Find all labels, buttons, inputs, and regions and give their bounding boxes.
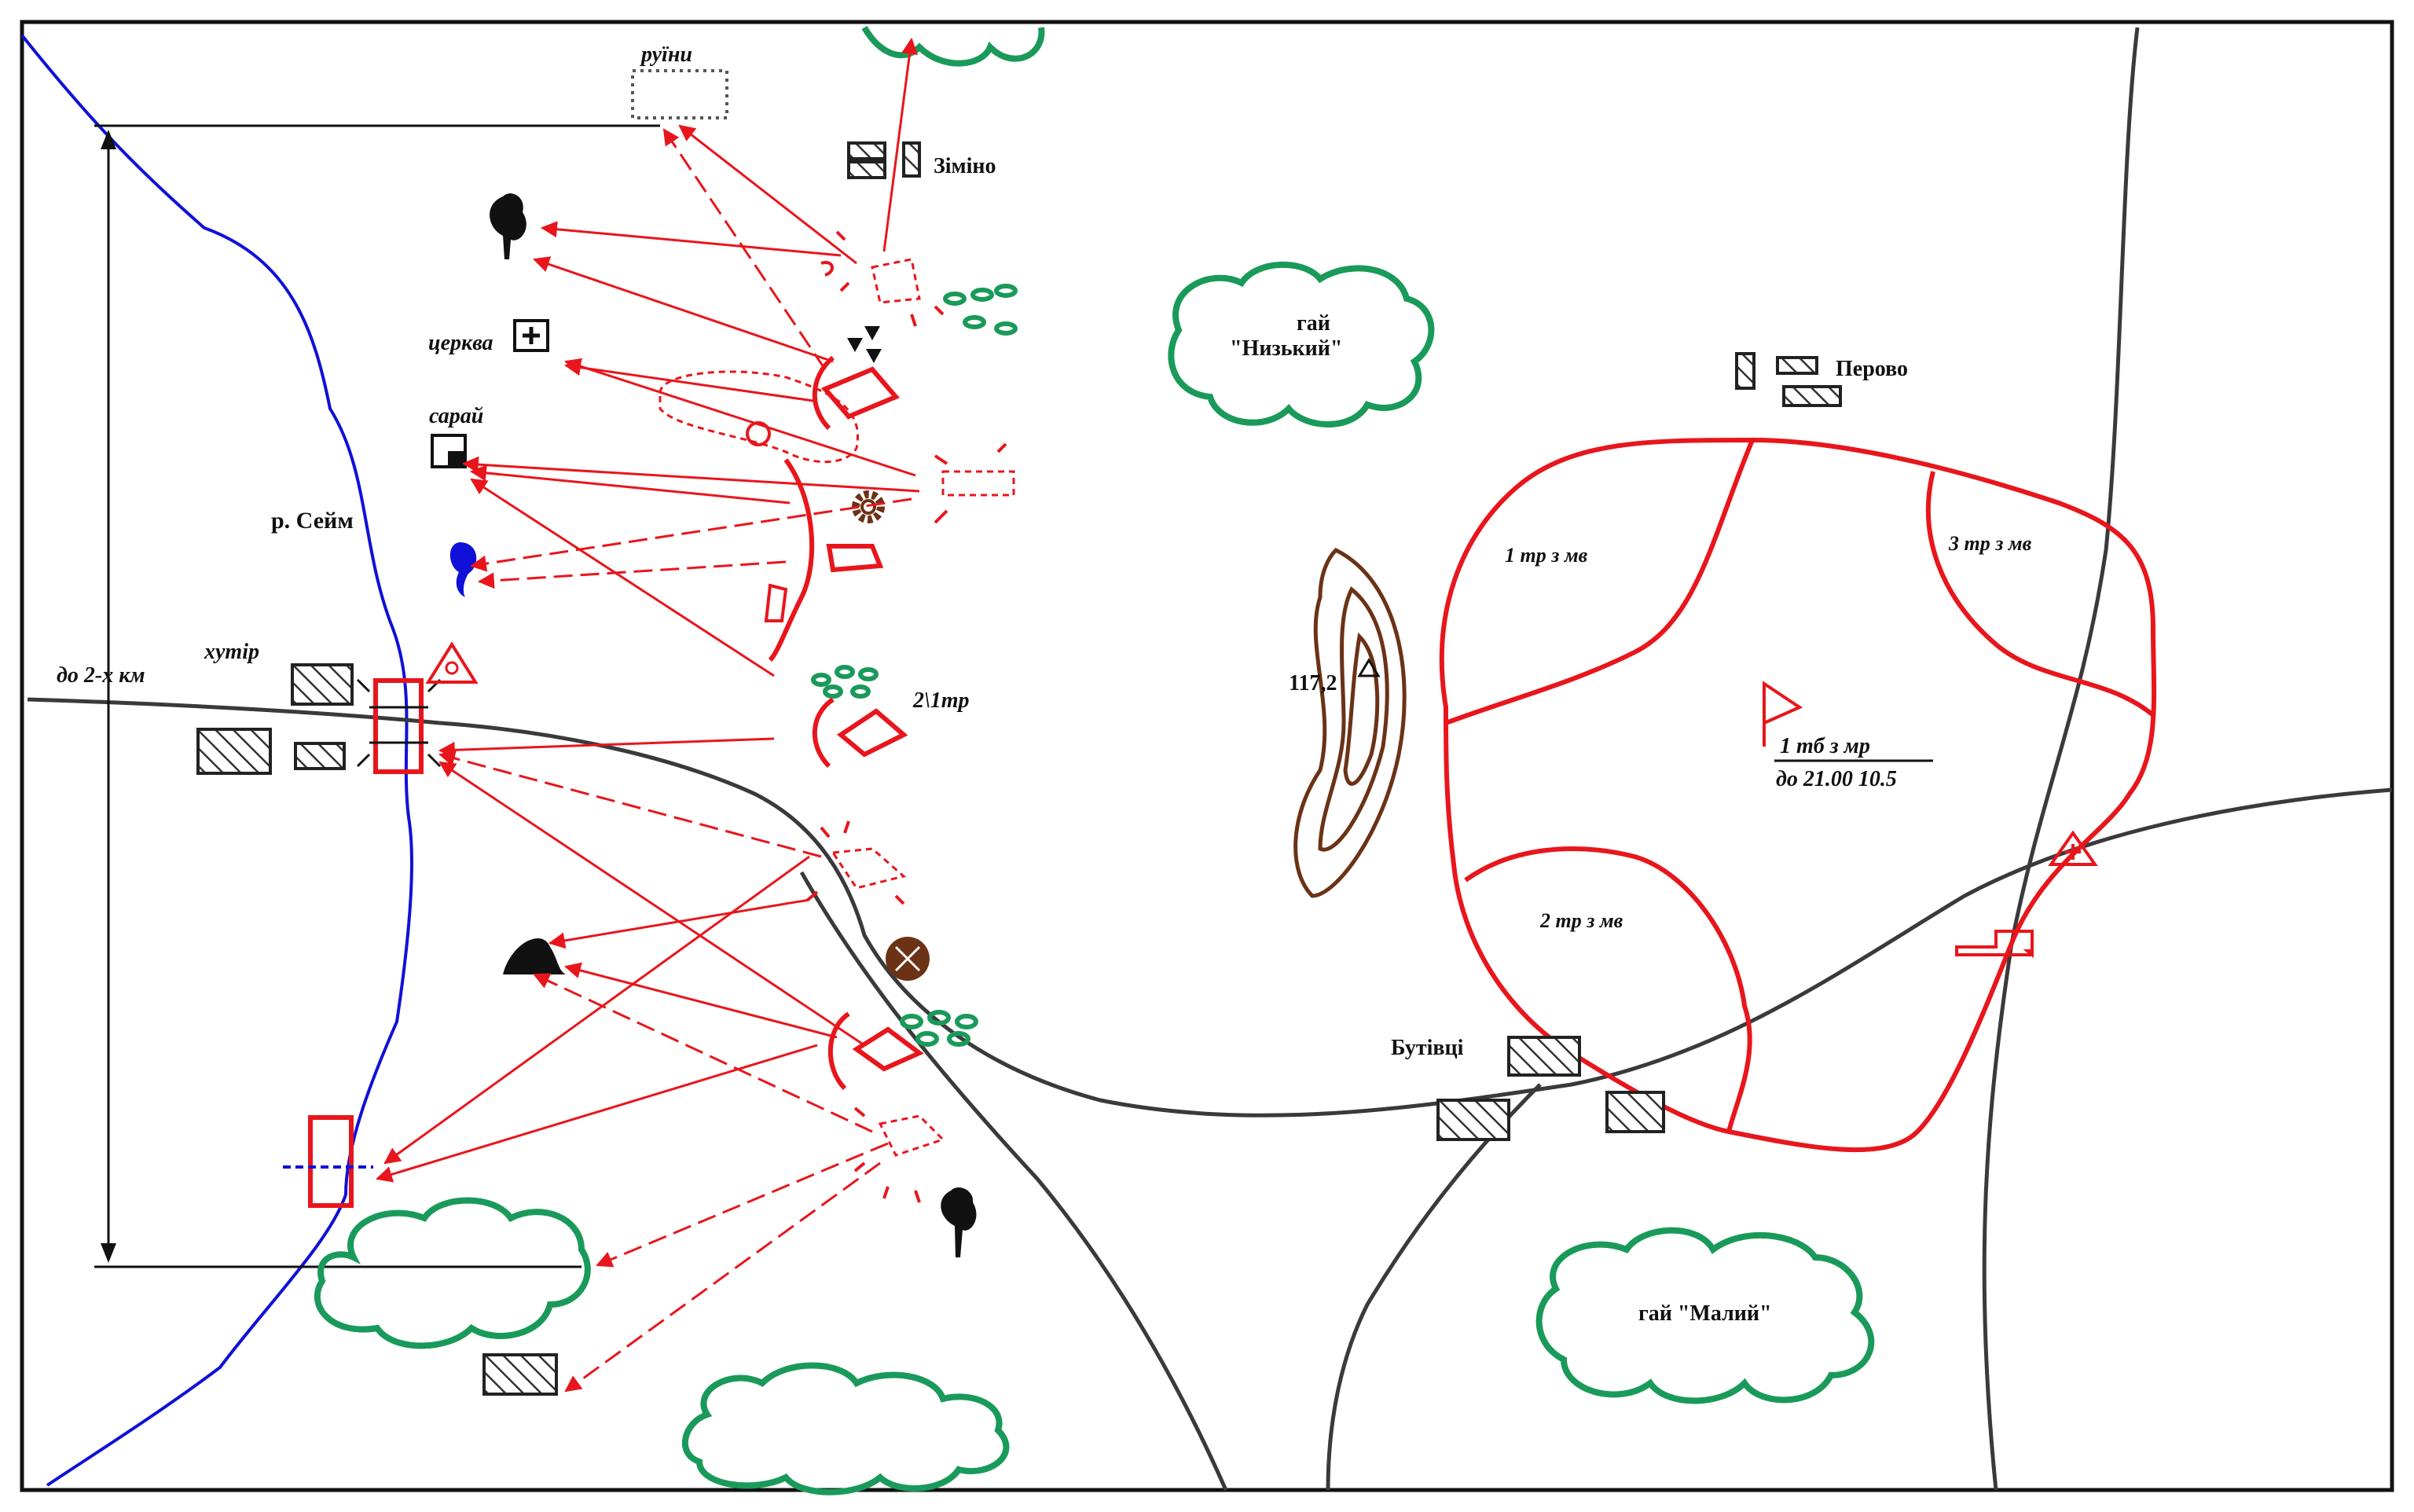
- village-butivtsi-label: Бутівці: [1391, 1036, 1464, 1060]
- distance-label: до 2-х км: [57, 663, 145, 688]
- mine-marks: [847, 326, 882, 363]
- village-zimino: [847, 141, 921, 179]
- command-flag-icon: [1763, 681, 1803, 747]
- road-south: [799, 871, 1228, 1492]
- grove-top: [861, 25, 1045, 67]
- river-label: р. Сейм: [271, 508, 354, 534]
- ruins-label: руїни: [640, 42, 692, 67]
- bridge-north: [373, 678, 424, 774]
- village-perovo-label: Перово: [1836, 357, 1908, 381]
- road-west: [27, 697, 2393, 1117]
- height-label: 117,2: [1289, 671, 1337, 695]
- church-icon: [513, 319, 549, 352]
- grove-small: [1535, 1227, 1875, 1404]
- tc2-label: 2 тр з мв: [1539, 909, 1623, 932]
- bush-marks: [811, 284, 1018, 1047]
- height-triangle: [1357, 658, 1381, 677]
- target-gear-icon: [852, 490, 885, 523]
- barn-label: сарай: [429, 404, 483, 428]
- grove-nyzkyi-label-2: "Низький": [1230, 336, 1342, 361]
- river-seim: [20, 34, 414, 1487]
- tree-icon: [490, 193, 977, 1257]
- fire-arrows: [375, 37, 920, 1393]
- grove-nyzkyi-label-1: гай: [1297, 311, 1330, 336]
- map-frame: [20, 20, 2394, 1492]
- farmstead: [196, 663, 354, 775]
- tank-positions: [768, 355, 924, 1091]
- village-zimino-label: Зіміно: [934, 154, 996, 178]
- road-east: [1982, 27, 2140, 1491]
- ruins-icon: [631, 69, 728, 119]
- distance-marker: [94, 124, 660, 1268]
- grove-small-label: гай "Малий": [1638, 1301, 1772, 1326]
- observation-post-icon: [425, 641, 479, 684]
- bridge-south: [308, 1115, 354, 1208]
- farmstead-label: хутір: [204, 640, 259, 664]
- alternate-positions: [659, 258, 1015, 1157]
- barn-icon: [431, 434, 467, 468]
- grove-southwest: [314, 1197, 591, 1349]
- tank-company-label: 2\1тр: [912, 688, 970, 713]
- obstacle-icon: [503, 938, 566, 974]
- battalion-time-label: до 21.00 10.5: [1776, 767, 1897, 791]
- water-source-icon: [449, 542, 477, 597]
- battalion-label: 1 тб з мр: [1780, 734, 1870, 758]
- direction-marks: [764, 230, 1007, 1203]
- house-south: [482, 1353, 558, 1396]
- minefield-icon: [886, 937, 930, 981]
- road-butivtsi: [1326, 1083, 1542, 1491]
- village-butivtsi: [1436, 1036, 1665, 1141]
- tc3-label: 3 тр з мв: [1948, 532, 2032, 555]
- village-perovo: [1735, 352, 1842, 407]
- height-contours: [1293, 547, 1407, 898]
- tc1-label: 1 тр з мв: [1505, 544, 1588, 567]
- church-label: церква: [428, 331, 493, 355]
- medical-point-icon: [2048, 830, 2098, 866]
- grove-south: [682, 1362, 1010, 1495]
- depot-icon: [1955, 930, 2034, 959]
- grove-nyzkyi: [1168, 261, 1435, 428]
- position-marker: [746, 421, 771, 446]
